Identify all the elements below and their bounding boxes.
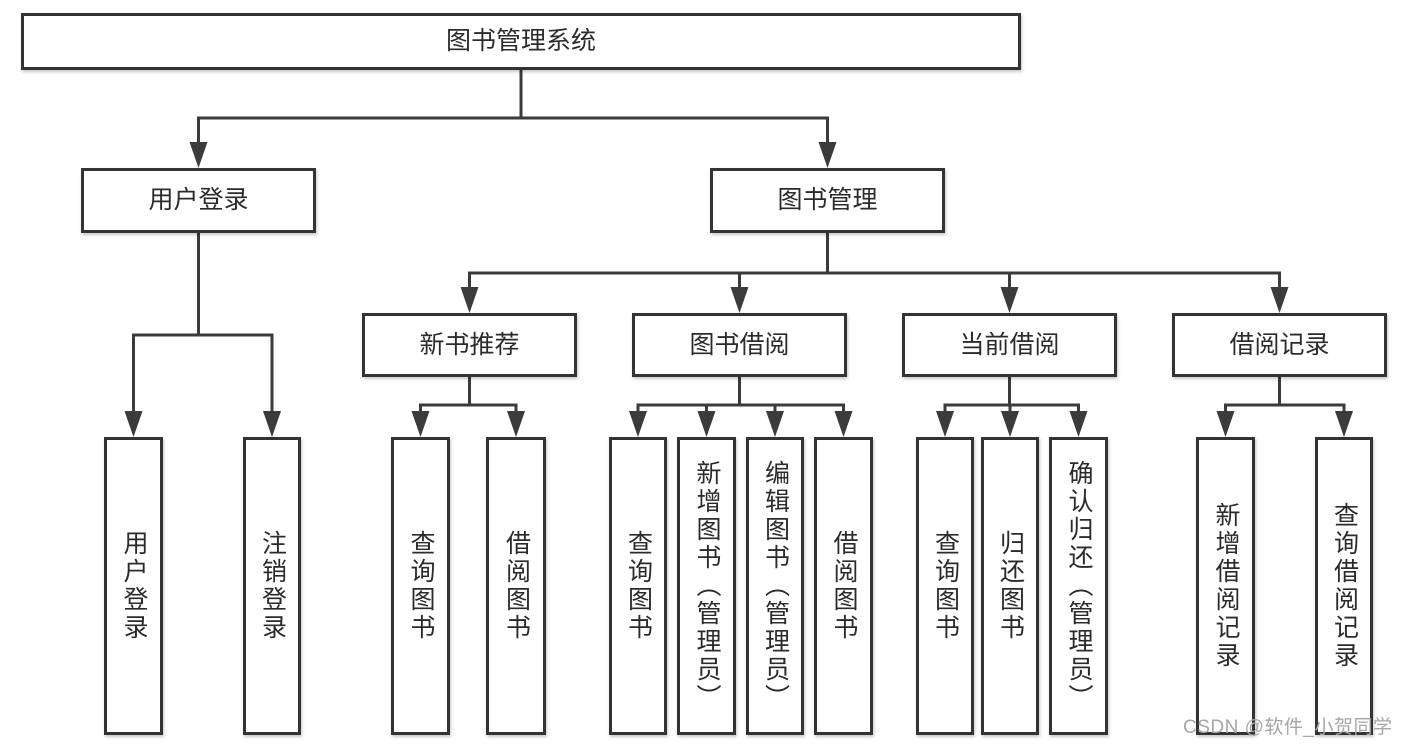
node-book-borrow: 图书借阅 <box>632 313 847 377</box>
node-user-login: 用户登录 <box>81 168 316 233</box>
leaf-confirm-return-admin: 确认归还（管理员） <box>1049 437 1108 735</box>
node-label: 图书管理 <box>777 186 878 214</box>
leaf-query-books-3: 查询图书 <box>916 437 974 735</box>
node-label: 新增借阅记录 <box>1212 502 1240 670</box>
leaf-query-borrow-record: 查询借阅记录 <box>1315 437 1373 735</box>
connector-newbooks-to-leaves <box>411 377 525 437</box>
connector-login-to-leaves <box>124 233 281 437</box>
leaf-query-books-2: 查询图书 <box>609 437 667 735</box>
node-label: 用户登录 <box>120 530 148 642</box>
node-label: 借阅图书 <box>502 530 531 642</box>
node-book-management: 图书管理 <box>710 168 945 233</box>
node-label: 新书推荐 <box>419 330 520 359</box>
node-label: 编辑图书（管理员） <box>761 460 790 712</box>
leaf-edit-books-admin: 编辑图书（管理员） <box>746 437 804 735</box>
leaf-add-books-admin: 新增图书（管理员） <box>677 437 736 735</box>
connector-currentborrow-to-leaves <box>936 377 1088 437</box>
node-label: 归还图书 <box>996 530 1025 642</box>
leaf-borrow-books-1: 借阅图书 <box>486 437 546 735</box>
node-label: 查询借阅记录 <box>1330 502 1359 670</box>
csdn-watermark: CSDN @软件_小贺同学 <box>1183 717 1393 738</box>
node-label: 图书管理系统 <box>445 27 596 55</box>
node-new-book-recommend: 新书推荐 <box>362 313 577 377</box>
node-label: 查询图书 <box>624 530 653 642</box>
node-label: 借阅图书 <box>830 530 858 642</box>
leaf-user-login: 用户登录 <box>104 437 163 735</box>
leaf-return-books: 归还图书 <box>981 437 1039 735</box>
node-borrow-records: 借阅记录 <box>1172 313 1387 377</box>
node-label: 查询图书 <box>407 530 435 642</box>
node-current-borrow: 当前借阅 <box>902 313 1117 377</box>
node-label: 当前借阅 <box>959 330 1060 359</box>
node-label: 确认归还（管理员） <box>1065 460 1093 712</box>
node-label: 图书借阅 <box>689 330 790 359</box>
connector-records-to-leaves <box>1216 377 1353 437</box>
node-label: 借阅记录 <box>1229 330 1330 359</box>
connector-bookborrow-to-leaves <box>629 377 853 437</box>
connector-management-to-level3 <box>460 233 1289 313</box>
connector-root-to-level2 <box>189 70 837 168</box>
leaf-query-books-1: 查询图书 <box>391 437 450 735</box>
leaf-add-borrow-record: 新增借阅记录 <box>1196 437 1255 735</box>
node-label: 用户登录 <box>148 186 249 214</box>
node-label: 新增图书（管理员） <box>693 460 721 712</box>
leaf-logout: 注销登录 <box>243 437 301 735</box>
node-system-root: 图书管理系统 <box>21 13 1021 70</box>
node-label: 注销登录 <box>258 530 287 642</box>
node-label: 查询图书 <box>931 530 960 642</box>
leaf-borrow-books-2: 借阅图书 <box>814 437 873 735</box>
